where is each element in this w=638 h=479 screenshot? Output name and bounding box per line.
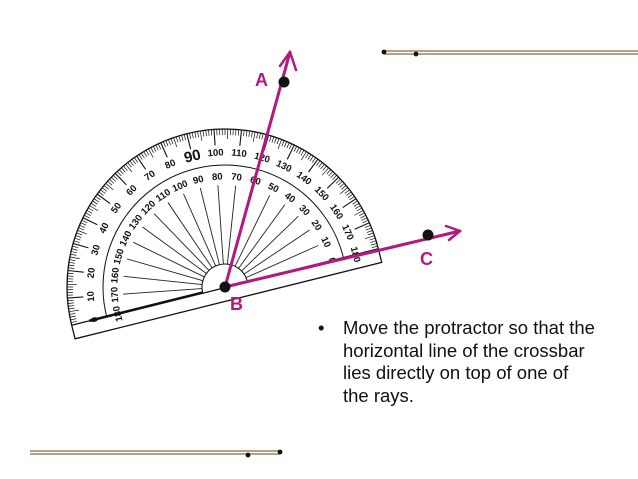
svg-text:160: 160 xyxy=(109,267,122,284)
point-c[interactable] xyxy=(422,229,434,241)
ray-ba xyxy=(223,50,292,289)
svg-text:50: 50 xyxy=(109,201,124,216)
svg-text:170: 170 xyxy=(109,286,121,303)
point-a[interactable] xyxy=(278,76,290,88)
svg-text:40: 40 xyxy=(282,190,297,205)
ray-ba-arrowhead xyxy=(278,50,298,72)
top-rule-decoration xyxy=(381,49,638,57)
point-b[interactable] xyxy=(219,281,231,293)
svg-text:80: 80 xyxy=(212,171,223,183)
bullet-text: Move the protractor so that the horizont… xyxy=(343,317,595,406)
svg-text:100: 100 xyxy=(207,147,224,159)
ray-bc xyxy=(223,229,462,289)
svg-text:10: 10 xyxy=(318,235,332,249)
label-c: C xyxy=(420,249,433,269)
rays xyxy=(223,50,462,289)
svg-text:150: 150 xyxy=(112,248,127,266)
bullet-marker: • xyxy=(318,317,325,338)
svg-text:70: 70 xyxy=(143,168,158,183)
svg-text:50: 50 xyxy=(266,181,280,196)
instruction-bullet: • Move the protractor so that the horizo… xyxy=(318,317,598,407)
svg-text:110: 110 xyxy=(231,147,247,160)
svg-text:0: 0 xyxy=(89,316,101,324)
svg-text:90: 90 xyxy=(182,146,202,167)
label-a: A xyxy=(255,70,268,90)
svg-text:180: 180 xyxy=(111,305,126,323)
label-b: B xyxy=(230,294,243,314)
svg-text:40: 40 xyxy=(97,221,112,235)
svg-text:20: 20 xyxy=(309,218,324,233)
bottom-rule-decoration xyxy=(30,449,283,458)
svg-text:20: 20 xyxy=(86,267,98,279)
ray-bc-arrowhead xyxy=(444,224,462,242)
svg-text:80: 80 xyxy=(163,157,177,171)
svg-text:10: 10 xyxy=(85,291,97,302)
svg-text:90: 90 xyxy=(192,174,205,187)
svg-text:70: 70 xyxy=(231,172,243,184)
svg-text:30: 30 xyxy=(89,243,102,256)
